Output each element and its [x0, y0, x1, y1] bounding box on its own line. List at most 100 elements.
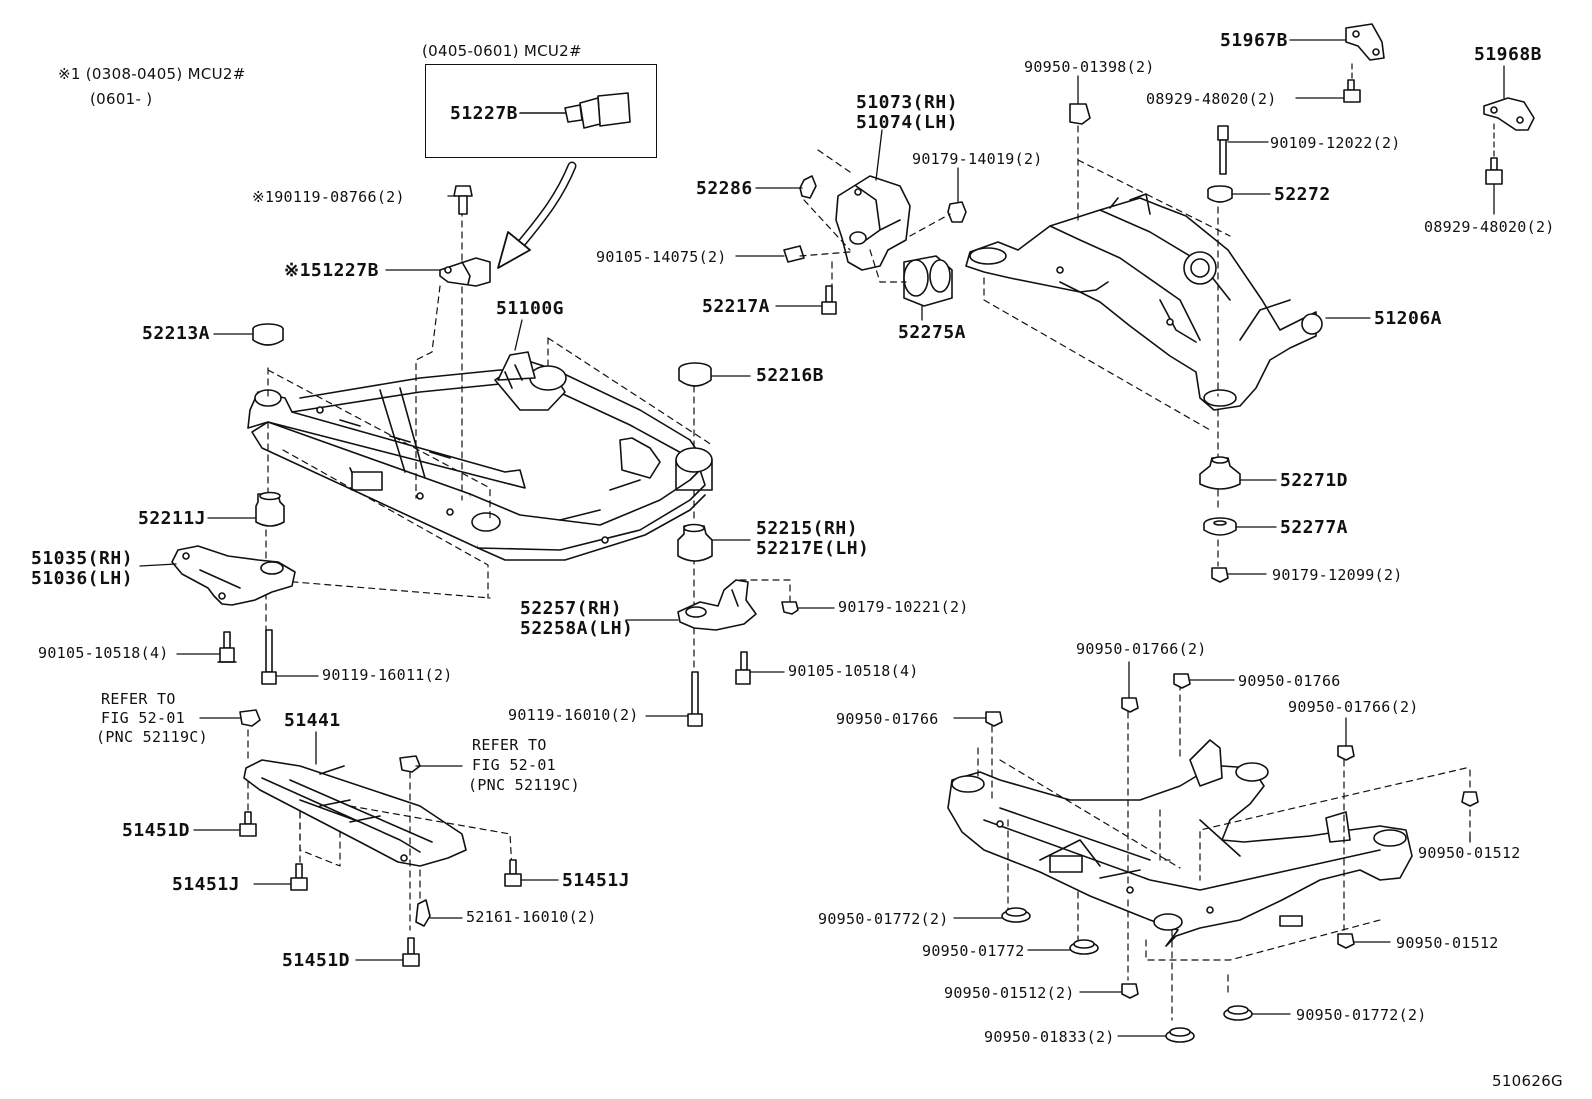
applicability-note-line1: ※1 (0308-0405) MCU2# [58, 65, 246, 83]
part-label-90105-10518-a[interactable]: 90105-10518(4) [38, 644, 169, 662]
part-label-90950-01766-b[interactable]: 90950-01766 [1238, 672, 1341, 690]
part-label-52161-16010[interactable]: 52161-16010(2) [466, 908, 597, 926]
nut-90179-12099 [1211, 567, 1229, 583]
part-label-52257[interactable]: 52257(RH) [520, 598, 623, 619]
nut-90950-01512-c [1121, 983, 1139, 999]
refer-note-right-line1: REFER TO [472, 736, 547, 754]
refer-note-right-line2: FIG 52-01 [472, 756, 556, 774]
part-label-52277A[interactable]: 52277A [1280, 517, 1349, 538]
cushion-52215 [677, 523, 713, 562]
bolt-51451J-a [290, 863, 308, 891]
clip-refer-right [399, 755, 421, 773]
bolt-08929-48020-a [1343, 79, 1361, 103]
part-label-52275A[interactable]: 52275A [898, 322, 967, 343]
part-label-52217E[interactable]: 52217E(LH) [756, 538, 870, 559]
part-label-08929-48020-b[interactable]: 08929-48020(2) [1424, 218, 1555, 236]
nut-90950-01766-c [985, 711, 1003, 727]
part-label-90950-01772-a[interactable]: 90950-01772(2) [818, 910, 949, 928]
part-label-51967B[interactable]: 51967B [1220, 30, 1289, 51]
part-label-51451D-a[interactable]: 51451D [122, 820, 191, 841]
leader-lines [139, 39, 1505, 1037]
bushing-52275A [903, 255, 953, 307]
part-label-90950-01766-d[interactable]: 90950-01766(2) [1288, 698, 1419, 716]
washer-90950-01772-c [1223, 1005, 1253, 1021]
part-label-90105-10518-b[interactable]: 90105-10518(4) [788, 662, 919, 680]
inset-clip-part [519, 92, 631, 129]
part-label-51073[interactable]: 51073(RH) [856, 92, 959, 113]
nut-90950-01766-b [1173, 673, 1191, 689]
part-label-51206A[interactable]: 51206A [1374, 308, 1443, 329]
part-label-51035[interactable]: 51035(RH) [31, 548, 134, 569]
part-label-51100G[interactable]: 51100G [496, 298, 565, 319]
rear-crossmember [965, 193, 1323, 411]
part-label-51074[interactable]: 51074(LH) [856, 112, 959, 133]
applicability-note-line2: (0601- ) [90, 90, 153, 108]
bolt-90119-16011 [261, 629, 277, 685]
refer-note-left-line1: REFER TO [101, 690, 176, 708]
part-label-90179-10221[interactable]: 90179-10221(2) [838, 598, 969, 616]
part-label-52286[interactable]: 52286 [696, 178, 753, 199]
part-label-90179-14019[interactable]: 90179-14019(2) [912, 150, 1043, 168]
front-crossmember [247, 351, 713, 561]
refer-note-left-line3: (PNC 52119C) [96, 728, 208, 746]
part-label-90119-16010[interactable]: 90119-16010(2) [508, 706, 639, 724]
cushion-52271D [1199, 456, 1241, 490]
document-code: 510626G [1492, 1072, 1563, 1090]
part-label-90950-01766-a[interactable]: 90950-01766(2) [1076, 640, 1207, 658]
part-label-52216B[interactable]: 52216B [756, 365, 825, 386]
nut-90950-01766-d [1337, 745, 1355, 761]
front-dash-lines [265, 209, 713, 671]
part-label-90119-08766[interactable]: ※190119-08766(2) [252, 188, 405, 206]
washer-90950-01772-a [1001, 907, 1031, 923]
cover-dash-lines [247, 729, 513, 931]
mount-dash-lines [799, 149, 951, 287]
part-label-90950-01772-b[interactable]: 90950-01772 [922, 942, 1025, 960]
clip-refer-left [239, 709, 261, 727]
washer-90950-01772-b [1069, 939, 1099, 955]
part-label-51451J-a[interactable]: 51451J [172, 874, 241, 895]
part-label-90950-01512-a[interactable]: 90950-01512 [1418, 844, 1521, 862]
part-label-52271D[interactable]: 52271D [1280, 470, 1349, 491]
lower-right-crossmember [947, 739, 1413, 947]
part-label-51227B-inset[interactable]: 51227B [450, 103, 519, 124]
part-label-90950-01512-c[interactable]: 90950-01512(2) [944, 984, 1075, 1002]
part-label-51451D-b[interactable]: 51451D [282, 950, 351, 971]
part-label-51036[interactable]: 51036(LH) [31, 568, 134, 589]
bolt-90119-08766 [453, 185, 473, 215]
bolt-90105-10518-b [735, 651, 751, 685]
bracket-52257 [677, 579, 791, 631]
part-label-52258A[interactable]: 52258A(LH) [520, 618, 634, 639]
part-label-52213A[interactable]: 52213A [142, 323, 211, 344]
part-label-51968B[interactable]: 51968B [1474, 44, 1543, 65]
under-cover-51441 [243, 759, 467, 867]
bracket-51035 [171, 545, 296, 606]
cushion-52211J [255, 491, 285, 527]
part-label-51451J-b[interactable]: 51451J [562, 870, 631, 891]
part-label-52215[interactable]: 52215(RH) [756, 518, 859, 539]
part-label-90109-12022[interactable]: 90109-12022(2) [1270, 134, 1401, 152]
nut-90950-01398 [1069, 103, 1091, 125]
part-label-51441[interactable]: 51441 [284, 710, 341, 731]
part-label-90950-01766-c[interactable]: 90950-01766 [836, 710, 939, 728]
bolt-08929-48020-b [1485, 157, 1503, 185]
part-label-90950-01833[interactable]: 90950-01833(2) [984, 1028, 1115, 1046]
part-label-90119-16011[interactable]: 90119-16011(2) [322, 666, 453, 684]
part-label-52211J[interactable]: 52211J [138, 508, 207, 529]
bracket-51968B [1483, 97, 1535, 157]
part-label-52272[interactable]: 52272 [1274, 184, 1331, 205]
part-label-90950-01772-c[interactable]: 90950-01772(2) [1296, 1006, 1427, 1024]
part-label-51227B[interactable]: ※151227B [284, 260, 379, 281]
part-label-90105-14075[interactable]: 90105-14075(2) [596, 248, 727, 266]
cushion-52272 [1207, 185, 1233, 203]
bolt-51451D-b [402, 937, 420, 967]
inset-box [425, 64, 657, 158]
bolt-90119-16010 [687, 671, 703, 727]
inset-title: (0405-0601) MCU2# [422, 42, 582, 60]
cushion-52216B [678, 362, 712, 387]
part-label-52217A[interactable]: 52217A [702, 296, 771, 317]
part-label-08929-48020-a[interactable]: 08929-48020(2) [1146, 90, 1277, 108]
part-label-90950-01398[interactable]: 90950-01398(2) [1024, 58, 1155, 76]
part-label-90950-01512-b[interactable]: 90950-01512 [1396, 934, 1499, 952]
washer-52277A [1203, 517, 1237, 536]
part-label-90179-12099[interactable]: 90179-12099(2) [1272, 566, 1403, 584]
